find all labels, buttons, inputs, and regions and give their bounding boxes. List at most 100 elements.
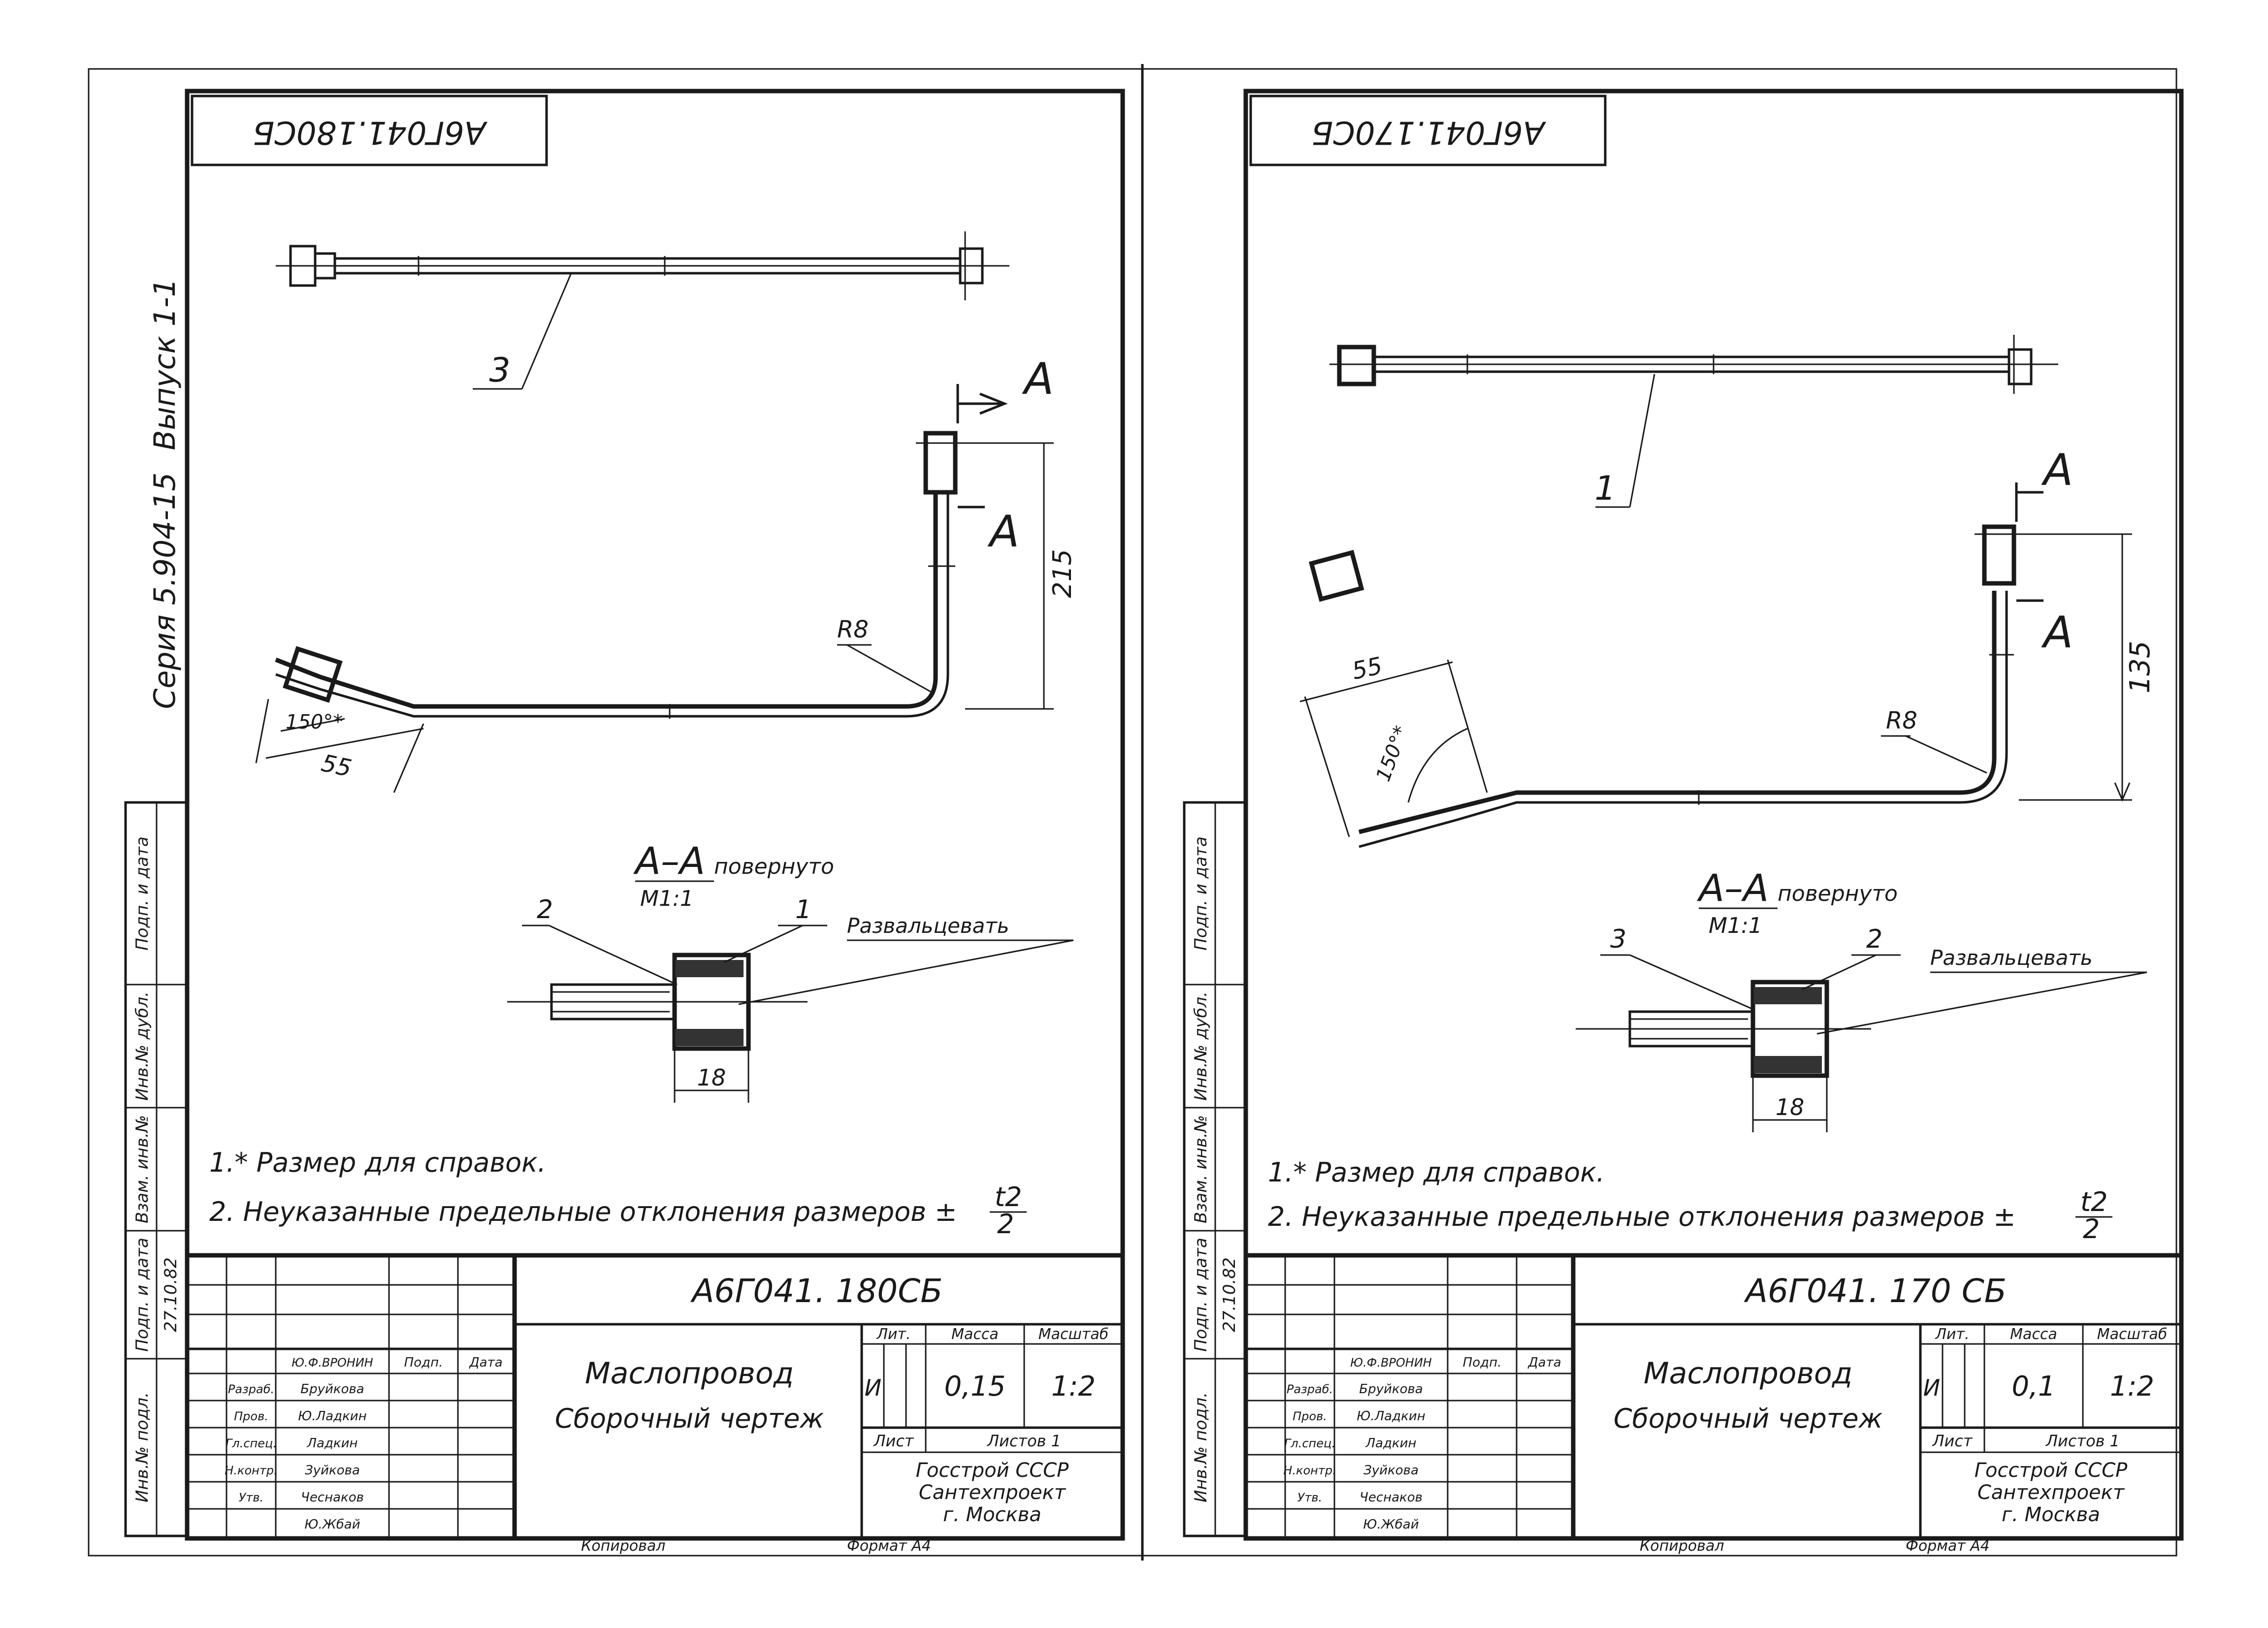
name-2: Ю.Ладкин — [1357, 1409, 1425, 1424]
lit-value: И — [1923, 1374, 1940, 1401]
dim-height: 215 — [1048, 549, 1077, 598]
nut-vertical — [923, 431, 958, 495]
code-box — [191, 95, 548, 166]
side-date: 27.10.82 — [1220, 1257, 1239, 1332]
org-1: Госстрой СССР — [1975, 1459, 2128, 1482]
section-detail — [507, 925, 1074, 1103]
pipe-bent-view — [1299, 482, 2132, 848]
section-scale: М1:1 — [640, 886, 694, 911]
bend-radius: R8 — [1886, 707, 1917, 734]
hdr-lit: Лит. — [1935, 1326, 1969, 1343]
section-title: А–А — [1696, 866, 1769, 910]
name-1: Бруйкова — [1359, 1382, 1423, 1397]
side-label-3: Взам. инв.№ — [132, 1115, 152, 1223]
nut-vertical — [1982, 524, 2016, 586]
side-label-2: Инв.№ дубл. — [132, 991, 152, 1101]
code-title-block: А6Г041. 180СБ — [690, 1272, 942, 1310]
side-label-3: Взам. инв.№ — [1191, 1115, 1211, 1223]
flare-note: Развальцевать — [1930, 946, 2093, 970]
name-2: Ю.Ладкин — [298, 1409, 366, 1424]
doc-subtitle: Сборочный чертеж — [555, 1403, 824, 1434]
series-label: Серия 5.904-15 — [148, 473, 182, 709]
format-label: Формат А4 — [847, 1537, 931, 1555]
hdr-lit: Лит. — [876, 1326, 910, 1343]
role-5: Утв. — [1297, 1491, 1322, 1504]
role-1: Разраб. — [228, 1382, 274, 1396]
role-3: Гл.спец. — [226, 1436, 277, 1450]
role-3: Гл.спец. — [1284, 1436, 1335, 1450]
name-6: Ю.Жбай — [1363, 1517, 1419, 1532]
section-note: повернуто — [714, 854, 834, 879]
side-label-4: Подп. и дата — [132, 1238, 152, 1352]
name-4: Зуйкова — [1363, 1463, 1419, 1478]
bend-angle: 150°* — [286, 711, 343, 734]
note-2: 2. Неуказанные предельные отклонения раз… — [1268, 1201, 2016, 1232]
section-detail — [1576, 954, 2147, 1132]
section-flag-bottom: А — [2041, 607, 2073, 658]
col-date: Дата — [469, 1355, 502, 1370]
name-6: Ю.Жбай — [304, 1517, 360, 1532]
side-label-5: Инв.№ подл. — [132, 1392, 152, 1502]
org-3: г. Москва — [943, 1503, 1041, 1526]
section-note: повернуто — [1778, 881, 1898, 906]
pipe-straight-view — [1329, 335, 2058, 508]
pipe-bent-view — [255, 384, 1054, 793]
format-label: Формат А4 — [1906, 1537, 1990, 1555]
section-scale: М1:1 — [1709, 913, 1762, 938]
org-2: Сантехпроект — [1977, 1481, 2125, 1504]
bend-radius: R8 — [837, 616, 869, 643]
pipe-straight-view — [276, 231, 1009, 390]
hdr-scale: Масштаб — [1038, 1326, 1109, 1343]
hdr-mass: Масса — [2010, 1326, 2057, 1343]
role-4: Н.контр. — [1283, 1464, 1336, 1477]
code-rotated: А6Г041.170СБ — [1311, 114, 1546, 150]
side-stamp — [1183, 801, 1247, 1537]
section-title: А–А — [633, 839, 705, 883]
role-2: Пров. — [234, 1409, 268, 1423]
role-1: Разраб. — [1287, 1382, 1333, 1396]
sheet-label: Лист — [1932, 1432, 1973, 1450]
role-5: Утв. — [239, 1491, 263, 1504]
name-5: Чеснаков — [301, 1490, 364, 1505]
name-3: Ладкин — [1365, 1436, 1416, 1451]
name-0: Ю.Ф.ВРОНИН — [292, 1356, 373, 1370]
scale-value: 1:2 — [2110, 1371, 2154, 1403]
dim-detail: 18 — [1776, 1094, 1805, 1120]
tolerance-den: 2 — [2083, 1213, 2100, 1245]
nut-bent — [1308, 550, 1364, 602]
tolerance-num: t2 — [2080, 1186, 2108, 1217]
side-stamp — [124, 801, 189, 1537]
org-1: Госстрой СССР — [916, 1459, 1069, 1482]
detail-right: 2 — [1866, 925, 1882, 954]
tolerance-num: t2 — [995, 1181, 1022, 1213]
title-block — [1243, 1253, 2184, 1541]
side-label-4: Подп. и дата — [1191, 1238, 1211, 1352]
copied-label: Копировал — [581, 1537, 665, 1555]
side-date: 27.10.82 — [161, 1257, 181, 1332]
name-5: Чеснаков — [1360, 1490, 1423, 1505]
side-label-1: Подп. и дата — [1191, 836, 1211, 951]
name-0: Ю.Ф.ВРОНИН — [1350, 1356, 1432, 1370]
doc-subtitle: Сборочный чертеж — [1614, 1403, 1883, 1434]
side-label-1: Подп. и дата — [132, 836, 152, 951]
detail-left: 2 — [537, 895, 553, 925]
doc-title: Маслопровод — [585, 1356, 794, 1391]
org-3: г. Москва — [2002, 1503, 2100, 1526]
name-3: Ладкин — [306, 1436, 357, 1451]
sheet-border — [185, 89, 1125, 1541]
col-sign: Подп. — [1463, 1355, 1502, 1370]
callout-part: 1 — [1594, 469, 1616, 508]
org-2: Сантехпроект — [919, 1481, 1067, 1504]
side-label-2: Инв.№ дубл. — [1191, 991, 1211, 1101]
detail-right: 1 — [795, 895, 811, 925]
note-2: 2. Неуказанные предельные отклонения раз… — [209, 1196, 957, 1227]
sheet-right: А6Г041.170СБ 1 — [1183, 89, 2184, 1555]
bend-angle: 150°* — [1372, 723, 1413, 784]
sheet-border — [1243, 89, 2184, 1541]
role-4: Н.контр. — [225, 1464, 277, 1477]
lit-value: И — [865, 1374, 881, 1401]
role-2: Пров. — [1293, 1409, 1327, 1423]
sheets-count: Листов 1 — [987, 1432, 1061, 1450]
doc-title: Маслопровод — [1644, 1356, 1852, 1391]
